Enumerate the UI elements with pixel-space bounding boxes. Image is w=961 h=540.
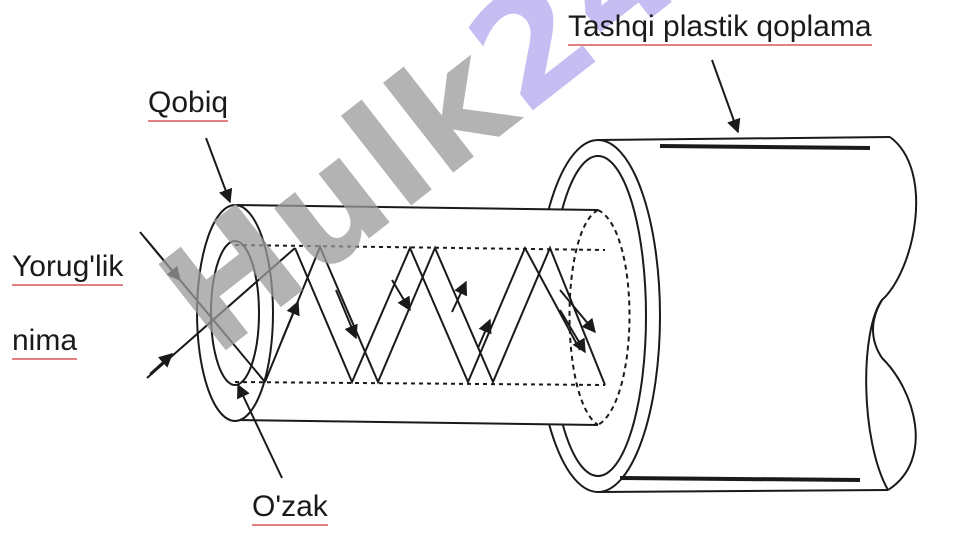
label-light-line1: Yorug'lik — [12, 252, 124, 286]
ray-arrow-3 — [391, 279, 411, 312]
pointer-core — [237, 383, 283, 479]
ray-arrow-2 — [335, 289, 358, 340]
ray-arrow-4 — [451, 280, 468, 313]
ray-arrow-1 — [281, 300, 300, 341]
label-outer-coating: Tashqi plastik qoplama — [568, 12, 872, 46]
ray-arrows — [144, 237, 596, 375]
pointer-cladding — [205, 137, 233, 204]
label-light-line2: nima — [12, 326, 78, 360]
label-core: O'zak — [252, 492, 328, 526]
ray-arrow-7 — [559, 309, 586, 354]
ray-arrow-5 — [477, 318, 492, 349]
label-cladding: Qobiq — [148, 88, 229, 122]
pointer-outer-coating — [711, 59, 741, 134]
label-pointers — [205, 59, 741, 479]
core-boundary — [234, 244, 606, 386]
ray-arrow-6 — [559, 289, 596, 334]
outer-jacket — [535, 136, 918, 493]
